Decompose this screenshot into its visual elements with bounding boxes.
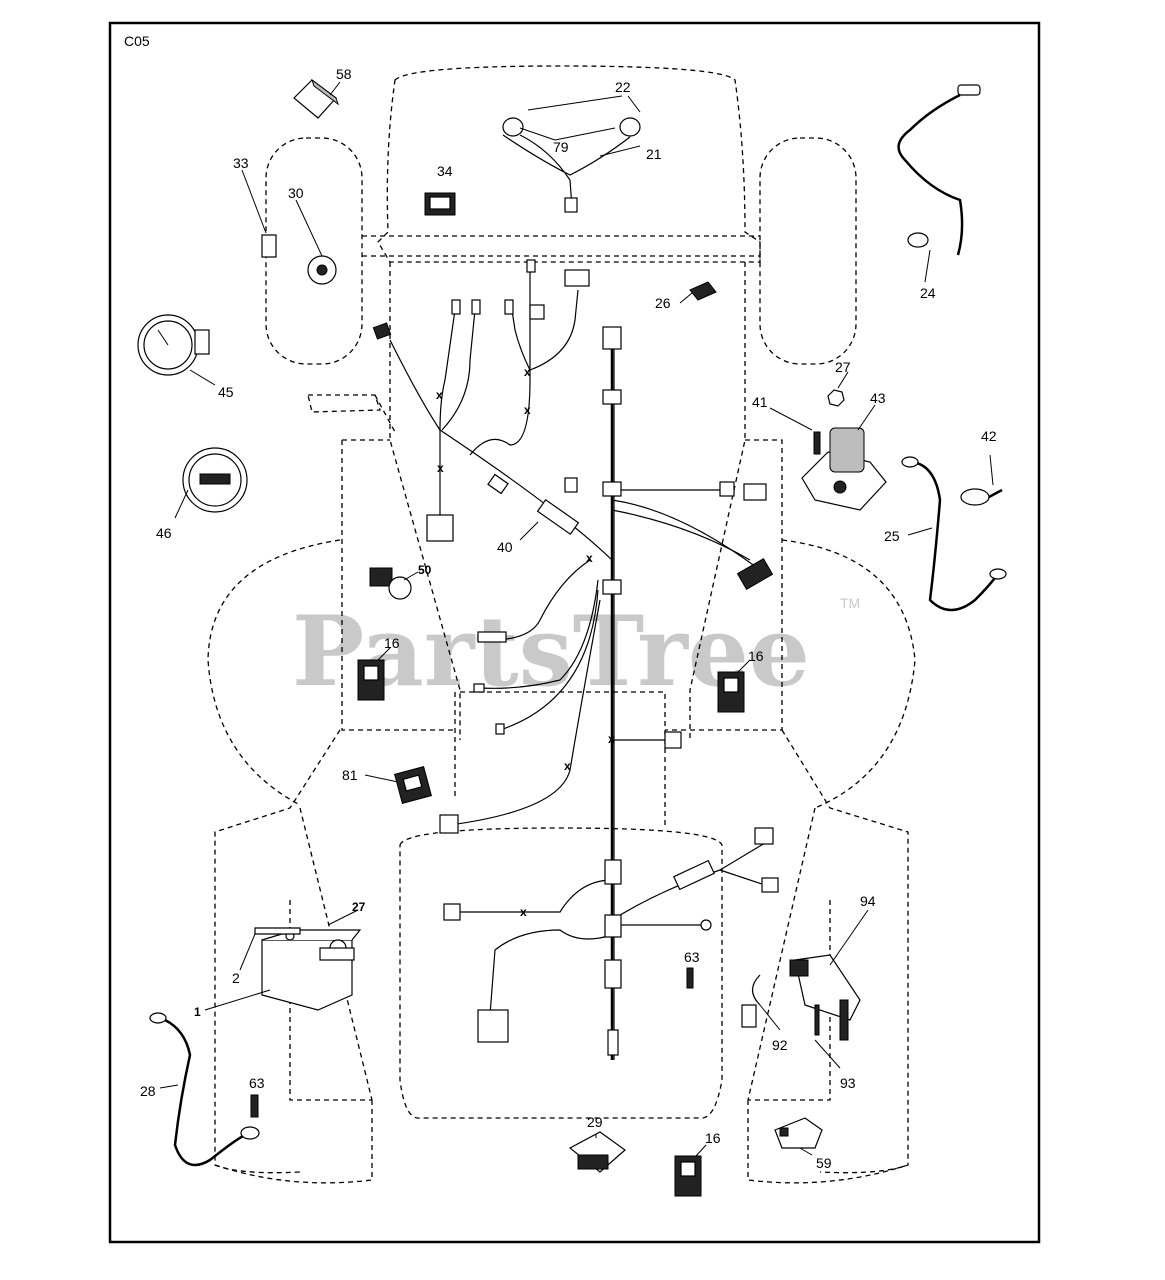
svg-text:x: x [524,403,531,417]
main-harness [389,270,771,1060]
svg-text:50: 50 [418,563,432,577]
part-28-cable: 28 [140,1012,260,1167]
svg-text:x: x [564,759,571,773]
svg-text:26: 26 [655,295,671,311]
svg-text:92: 92 [772,1037,788,1053]
svg-text:x: x [437,461,444,475]
tractor-outline [207,65,916,1184]
part-22-headlights: 22 79 21 [502,79,662,213]
svg-text:94: 94 [860,893,876,909]
svg-text:25: 25 [884,528,900,544]
part-45-gauge: 45 [137,314,234,400]
part-43-solenoid: 27 41 43 [752,359,887,511]
svg-text:16: 16 [748,648,764,664]
svg-text:40: 40 [497,539,513,555]
part-16b-switch: 16 [717,648,764,713]
svg-text:33: 33 [233,155,249,171]
svg-text:45: 45 [218,384,234,400]
part-24-cable: 24 [897,84,981,301]
svg-text:27: 27 [835,359,851,375]
part-16a-switch: 16 [357,635,400,701]
svg-text:81: 81 [342,767,358,783]
svg-text:x: x [586,551,593,565]
svg-text:x: x [524,365,531,379]
svg-text:46: 46 [156,525,172,541]
svg-text:2: 2 [232,970,240,986]
part-34-switch: 34 [424,163,456,216]
part-1-battery: 27 2 1 [194,900,366,1019]
svg-text:63: 63 [684,949,700,965]
part-59-module: 59 [774,1117,832,1171]
part-40-fuse-holder: 40 [487,473,580,555]
svg-text:58: 58 [336,66,352,82]
svg-text:42: 42 [981,428,997,444]
svg-text:28: 28 [140,1083,156,1099]
part-81-relay: 81 [342,766,432,804]
svg-text:27: 27 [352,900,366,914]
diagram-code: C05 [124,33,150,49]
svg-text:93: 93 [840,1075,856,1091]
svg-text:x: x [436,388,443,402]
part-33-30-ignition: 33 30 [233,155,337,285]
svg-text:41: 41 [752,394,768,410]
svg-text:34: 34 [437,163,453,179]
svg-text:x: x [608,732,615,746]
part-94-bracket: 94 92 93 [741,893,876,1091]
svg-text:22: 22 [615,79,631,95]
svg-text:43: 43 [870,390,886,406]
svg-text:24: 24 [920,285,936,301]
svg-text:x: x [520,905,527,919]
part-58: 58 [293,66,352,119]
part-46-hour-meter: 46 [156,447,248,541]
part-26: 26 [655,281,717,311]
svg-text:30: 30 [288,185,304,201]
svg-text:1: 1 [194,1005,201,1019]
part-42-25-cables: 42 25 [884,428,1007,612]
svg-text:21: 21 [646,146,662,162]
svg-text:79: 79 [553,139,569,155]
part-63b-screw: 63 [249,1075,265,1118]
diagram-frame [108,21,1041,1244]
part-29-switch: 29 [568,1114,626,1173]
svg-text:63: 63 [249,1075,265,1091]
svg-text:59: 59 [816,1155,832,1171]
part-16c-switch: 16 [674,1130,721,1197]
harness-connectors [372,259,779,1056]
part-50-switch: 50 [369,563,432,600]
tie-points: x x x x x x x x [436,365,615,919]
svg-text:16: 16 [705,1130,721,1146]
svg-text:29: 29 [587,1114,603,1130]
trademark: TM [840,595,860,611]
svg-text:16: 16 [384,635,400,651]
part-63a-screw: 63 [684,949,700,989]
